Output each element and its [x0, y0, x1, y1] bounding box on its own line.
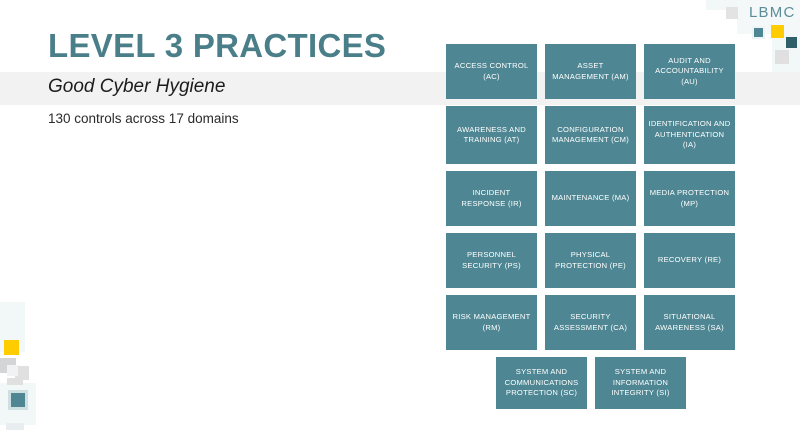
domain-grid-row: RISK MANAGEMENT (RM) SECURITY ASSESSMENT…: [446, 295, 736, 350]
domain-box-mp[interactable]: MEDIA PROTECTION (MP): [644, 171, 735, 226]
decorative-square-teal-bottom: [8, 390, 28, 410]
domain-box-ir[interactable]: INCIDENT RESPONSE (IR): [446, 171, 537, 226]
domain-box-re[interactable]: RECOVERY (RE): [644, 233, 735, 288]
domain-box-ia[interactable]: IDENTIFICATION AND AUTHENTICATION (IA): [644, 106, 735, 164]
page-subtitle: Good Cyber Hygiene: [48, 76, 226, 97]
domain-box-at[interactable]: AWARENESS AND TRAINING (AT): [446, 106, 537, 164]
decorative-bar-teal-bottom: [6, 423, 24, 430]
decorative-square-gray-top: [726, 7, 738, 19]
decorative-bar-gray-bottom: [7, 378, 23, 385]
decorative-square-teal-top: [752, 26, 765, 39]
domain-grid-row: PERSONNEL SECURITY (PS) PHYSICAL PROTECT…: [446, 233, 736, 288]
domain-box-ca[interactable]: SECURITY ASSESSMENT (CA): [545, 295, 636, 350]
domain-box-ma[interactable]: MAINTENANCE (MA): [545, 171, 636, 226]
domain-box-ps[interactable]: PERSONNEL SECURITY (PS): [446, 233, 537, 288]
decorative-panel-top-right-small: [706, 0, 740, 10]
domain-box-cm[interactable]: CONFIGURATION MANAGEMENT (CM): [545, 106, 636, 164]
decorative-square-gray-bottom-2: [15, 366, 29, 380]
domain-box-sa[interactable]: SITUATIONAL AWARENESS (SA): [644, 295, 735, 350]
decorative-square-yellow-bottom: [4, 340, 19, 355]
domain-box-si[interactable]: SYSTEM AND INFORMATION INTEGRITY (SI): [595, 357, 686, 409]
page-title: LEVEL 3 PRACTICES: [48, 27, 387, 64]
domain-box-sc[interactable]: SYSTEM AND COMMUNICATIONS PROTECTION (SC…: [496, 357, 587, 409]
decorative-square-gray-bottom-light: [7, 365, 18, 376]
decorative-square-gray-right: [775, 50, 789, 64]
page-tagline: 130 controls across 17 domains: [48, 111, 239, 126]
decorative-square-darkteal-right: [786, 37, 797, 48]
domain-grid-row: SYSTEM AND COMMUNICATIONS PROTECTION (SC…: [446, 357, 736, 409]
domain-box-ac[interactable]: ACCESS CONTROL (AC): [446, 44, 537, 99]
domain-grid-row: INCIDENT RESPONSE (IR) MAINTENANCE (MA) …: [446, 171, 736, 226]
decorative-square-yellow-top: [771, 25, 784, 38]
domain-grid-row: AWARENESS AND TRAINING (AT) CONFIGURATIO…: [446, 106, 736, 164]
domain-grid: ACCESS CONTROL (AC) ASSET MANAGEMENT (AM…: [446, 44, 736, 416]
domain-box-rm[interactable]: RISK MANAGEMENT (RM): [446, 295, 537, 350]
logo-panel: [737, 0, 800, 34]
domain-grid-row: ACCESS CONTROL (AC) ASSET MANAGEMENT (AM…: [446, 44, 736, 99]
lbmc-logo-text: LBMC: [749, 4, 796, 21]
domain-box-am[interactable]: ASSET MANAGEMENT (AM): [545, 44, 636, 99]
domain-box-au[interactable]: AUDIT AND ACCOUNTABILITY (AU): [644, 44, 735, 99]
domain-box-pe[interactable]: PHYSICAL PROTECTION (PE): [545, 233, 636, 288]
